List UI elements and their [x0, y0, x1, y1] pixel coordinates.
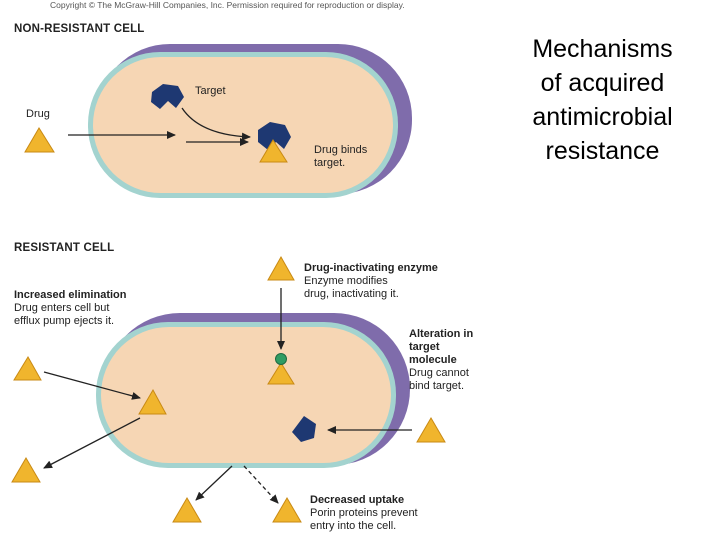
non-resistant-cell: [88, 44, 412, 198]
outside-drug-triangle-icon: [272, 497, 302, 523]
porin-blocked-drug-triangle-icon: [172, 497, 202, 523]
altered-target-molecule-icon: [292, 416, 316, 442]
enzyme-modifier-icon: [275, 353, 287, 365]
slide-title-line-2: of acquired: [540, 69, 665, 97]
target-alteration-title-line-1: Alteration in: [409, 328, 474, 340]
target-alteration-label: Alteration in target molecule Drug canno…: [409, 328, 473, 393]
drug-binds-label-line-1: Drug binds: [314, 144, 368, 156]
target-alteration-title-line-2: target: [409, 341, 440, 353]
inactivating-enzyme-desc-line-1: Enzyme modifies: [304, 275, 388, 287]
drug-binds-label: Drug binds target.: [314, 144, 367, 170]
efflux-entry-arrow: [43, 371, 141, 400]
decreased-uptake-label: Decreased uptake Porin proteins prevent …: [310, 494, 418, 533]
modified-drug-triangle-icon: [267, 362, 295, 385]
slide-title-line-3: antimicrobial: [532, 103, 673, 131]
drug-triangle-icon: [24, 127, 55, 153]
increased-elimination-desc-line-2: efflux pump ejects it.: [14, 315, 115, 327]
inactivating-enzyme-label: Drug-inactivating enzyme Enzyme modifies…: [304, 262, 438, 301]
target-alteration-desc-line-2: bind target.: [409, 380, 465, 392]
slide-title-line-1: Mechanisms: [532, 35, 673, 63]
inactivating-drug-triangle-icon: [267, 255, 295, 281]
target-alteration-desc-line-1: Drug cannot: [409, 367, 469, 379]
target-binding-arrow: [181, 107, 251, 141]
intracellular-drug-triangle-icon: [138, 388, 167, 415]
resistant-cell-cytoplasm: [101, 327, 391, 463]
resistant-cell: [96, 313, 410, 468]
drug-label: Drug: [26, 108, 50, 120]
decreased-uptake-title: Decreased uptake: [310, 494, 405, 506]
eliminated-drug-triangle-icon: [13, 356, 42, 381]
slide-title-line-4: resistance: [545, 137, 660, 165]
inactivating-enzyme-desc-line-2: drug, inactivating it.: [304, 288, 399, 300]
target-alteration-title-line-3: molecule: [409, 354, 457, 366]
increased-elimination-desc-line-1: Drug enters cell but: [14, 302, 110, 314]
non-resistant-heading: NON-RESISTANT CELL: [14, 23, 145, 35]
inactivating-enzyme-title: Drug-inactivating enzyme: [304, 262, 438, 274]
bound-target-molecule-icon: [258, 122, 291, 150]
target-molecule-icon: [151, 84, 184, 109]
increased-elimination-title: Increased elimination: [14, 289, 127, 301]
target-label: Target: [195, 85, 226, 97]
decreased-uptake-desc-line-1: Porin proteins prevent: [310, 507, 418, 519]
copyright-notice: Copyright © The McGraw-Hill Companies, I…: [50, 0, 405, 10]
porin-block-arrow: [195, 465, 233, 501]
slide-title: Mechanisms of acquired antimicrobial res…: [505, 32, 700, 168]
increased-elimination-label: Increased elimination Drug enters cell b…: [14, 289, 126, 328]
blocked-drug-triangle-icon: [416, 417, 446, 443]
drug-bound-triangle-icon: [259, 139, 288, 163]
efflux-exit-arrow: [43, 417, 141, 469]
non-resistant-cell-cytoplasm: [93, 57, 393, 193]
drug-binds-label-line-2: target.: [314, 157, 346, 169]
porin-uptake-dashed-arrow: [243, 465, 279, 504]
ejected-drug-triangle-icon: [11, 457, 41, 483]
decreased-uptake-desc-line-2: entry into the cell.: [310, 520, 397, 532]
resistant-heading: RESISTANT CELL: [14, 242, 115, 254]
